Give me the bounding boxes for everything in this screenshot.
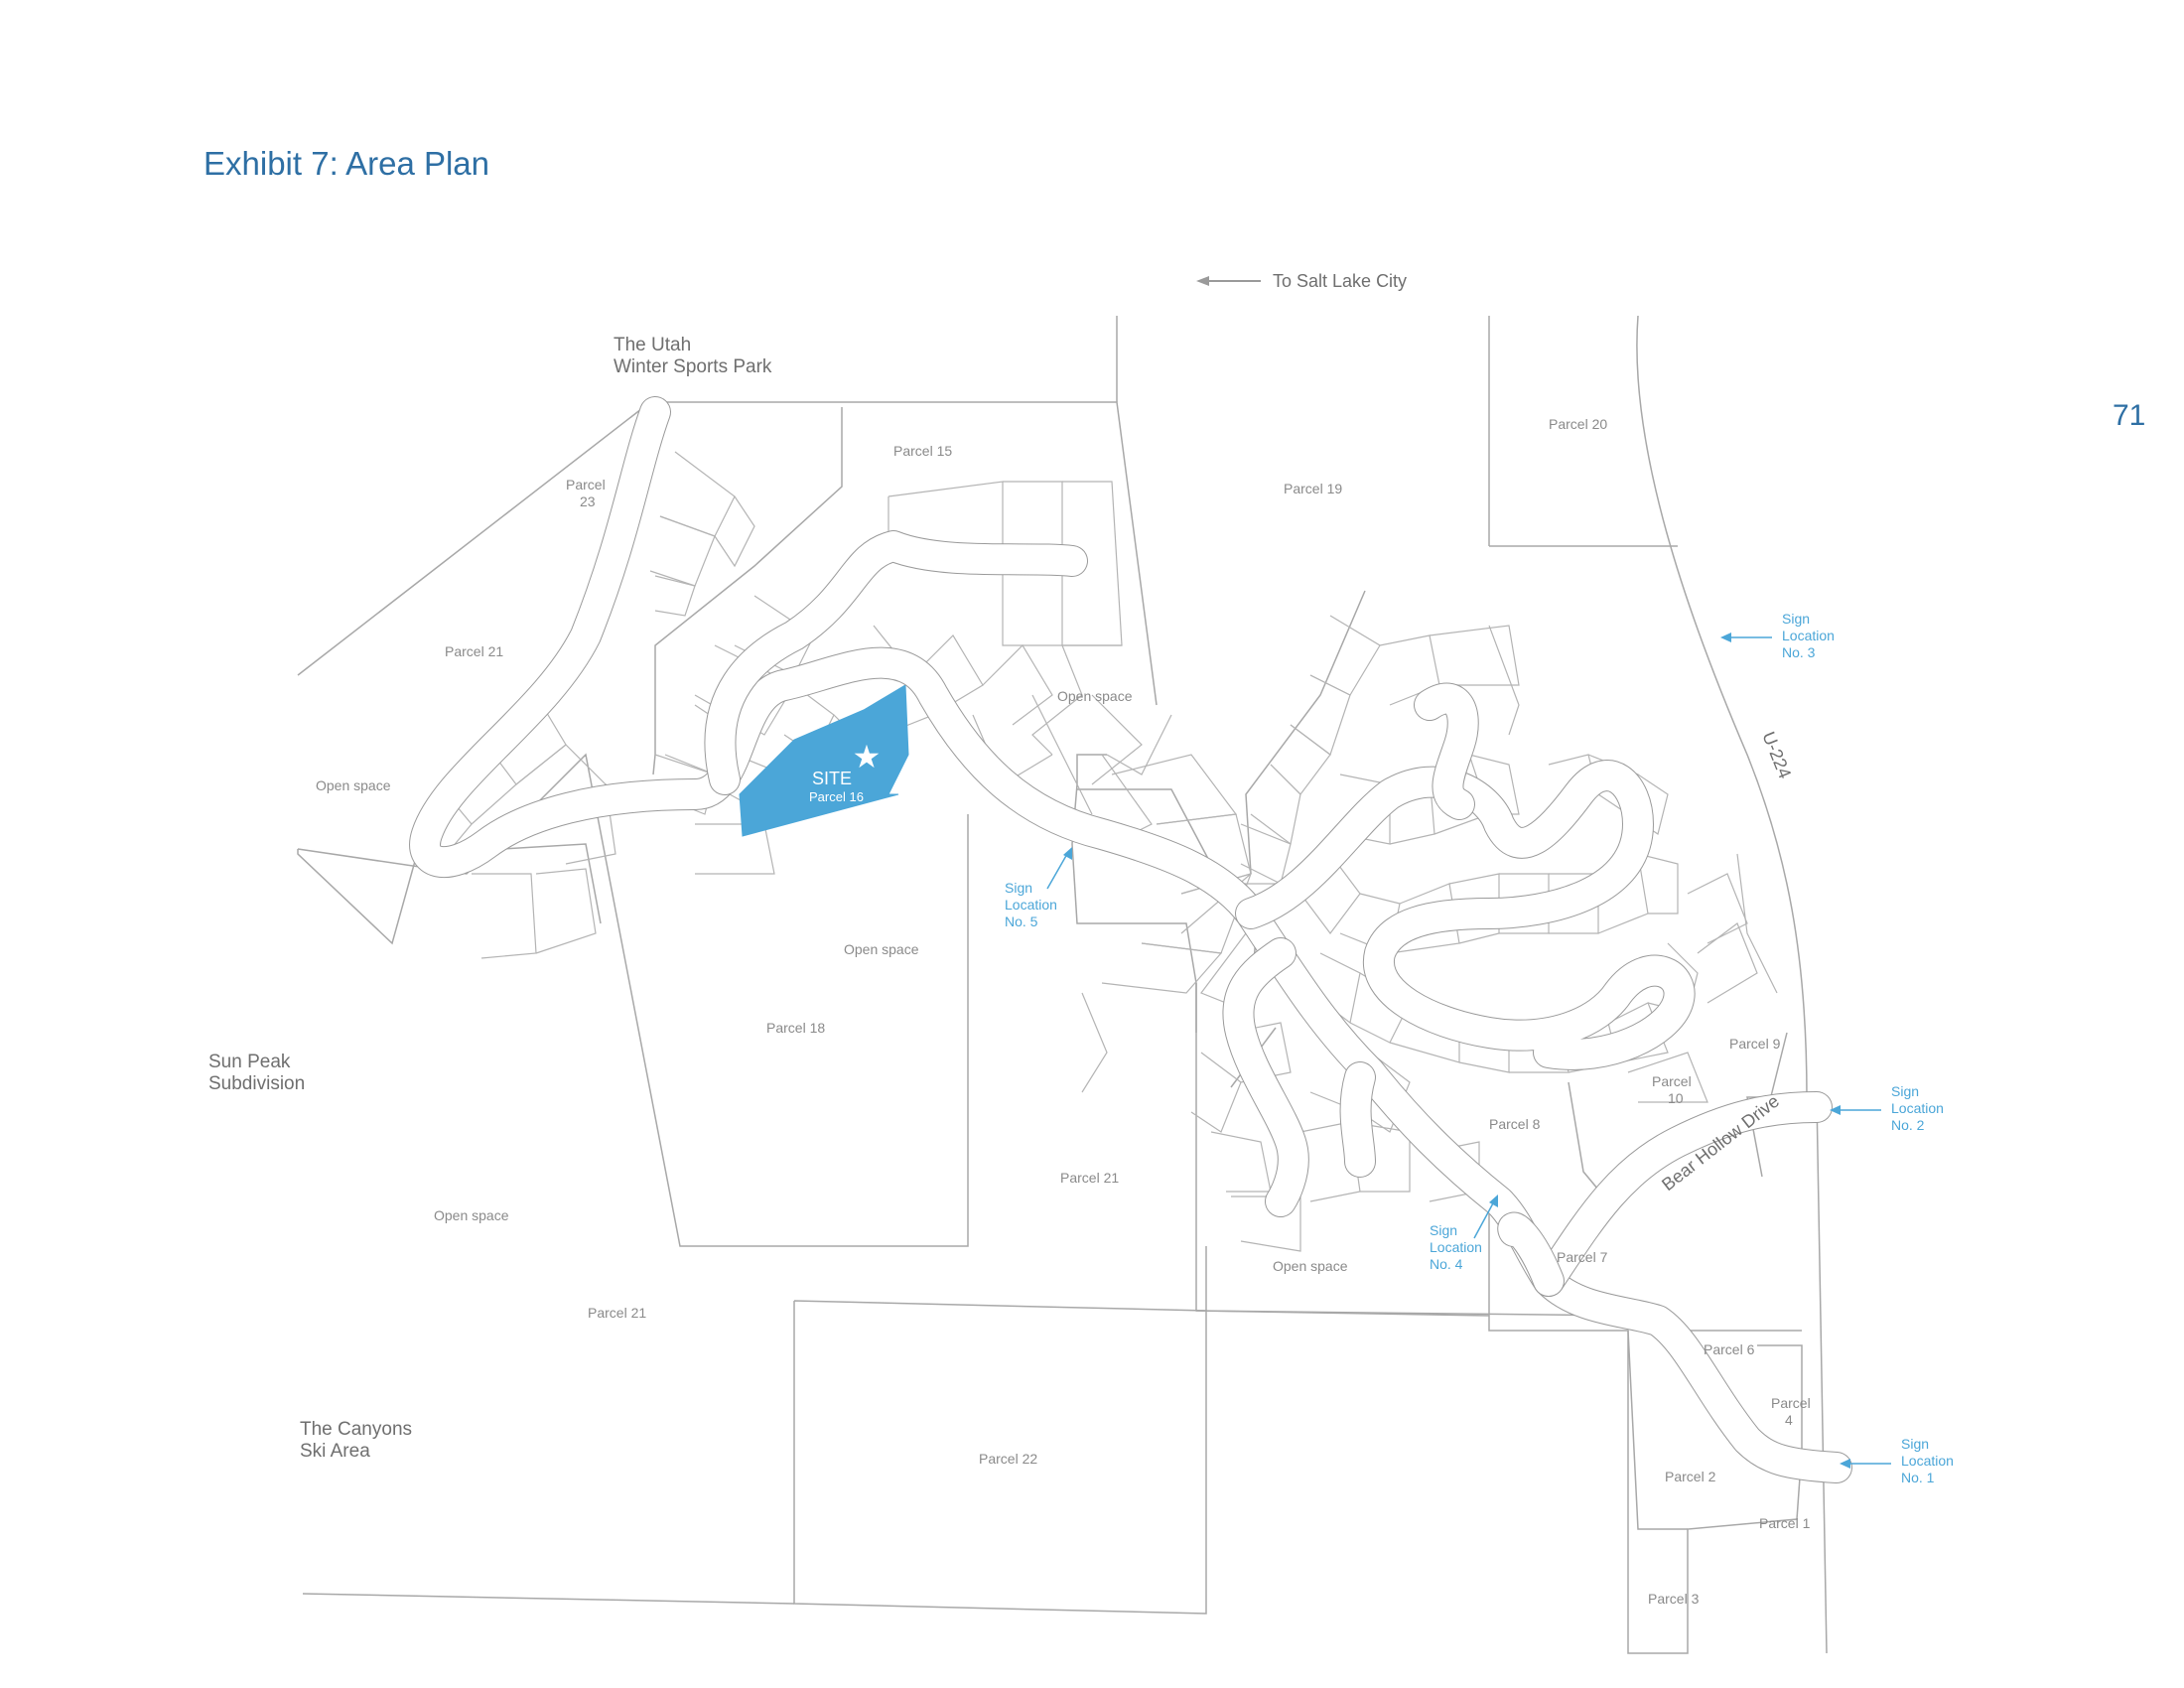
page-title: Exhibit 7: Area Plan bbox=[204, 145, 490, 182]
sign-location-3: Sign Location No. 3 bbox=[1720, 611, 1835, 660]
arrow-up-right-icon bbox=[1046, 853, 1068, 890]
open-space-label: Open space bbox=[1057, 688, 1133, 704]
parcel-21-label-a: Parcel 21 bbox=[445, 643, 503, 659]
region-winter-sports-park-line1: The Utah bbox=[614, 335, 691, 355]
sign-3-line3: No. 3 bbox=[1782, 644, 1816, 660]
region-sun-peak-line1: Sun Peak bbox=[208, 1052, 291, 1072]
sign-location-1: Sign Location No. 1 bbox=[1840, 1436, 1954, 1485]
site-label: SITE bbox=[812, 769, 852, 788]
page-number: 71 bbox=[2113, 399, 2146, 432]
sign-5-line3: No. 5 bbox=[1005, 914, 1038, 929]
sign-2-line3: No. 2 bbox=[1891, 1117, 1925, 1133]
open-space-label: Open space bbox=[316, 777, 391, 793]
sign-1-line3: No. 1 bbox=[1901, 1470, 1935, 1485]
parcel-3-label: Parcel 3 bbox=[1648, 1591, 1700, 1607]
parcel-10-label-line2: 10 bbox=[1668, 1090, 1684, 1106]
sign-1-line1: Sign bbox=[1901, 1436, 1929, 1452]
sign-3-line2: Location bbox=[1782, 628, 1835, 643]
roads bbox=[409, 396, 1852, 1483]
direction-indicator: To Salt Lake City bbox=[1196, 271, 1407, 291]
site-sublabel: Parcel 16 bbox=[809, 789, 864, 804]
arrow-up-right-icon bbox=[1473, 1200, 1495, 1239]
sign-1-line2: Location bbox=[1901, 1453, 1954, 1469]
parcel-22-label: Parcel 22 bbox=[979, 1451, 1037, 1467]
sign-location-2: Sign Location No. 2 bbox=[1830, 1083, 1944, 1133]
region-canyons-line1: The Canyons bbox=[300, 1419, 412, 1440]
parcel-21-label-c: Parcel 21 bbox=[588, 1305, 646, 1321]
parcel-10-label-line1: Parcel bbox=[1652, 1073, 1692, 1089]
region-winter-sports-park-line2: Winter Sports Park bbox=[614, 356, 772, 377]
parcel-19-label: Parcel 19 bbox=[1284, 481, 1342, 496]
sign-2-line1: Sign bbox=[1891, 1083, 1919, 1099]
star-icon: ★ bbox=[853, 738, 882, 775]
parcel-21-label-b: Parcel 21 bbox=[1060, 1170, 1119, 1186]
sign-5-line2: Location bbox=[1005, 897, 1057, 913]
open-space-label: Open space bbox=[844, 941, 919, 957]
parcel-6-label: Parcel 6 bbox=[1704, 1341, 1755, 1357]
open-space-label: Open space bbox=[1273, 1258, 1348, 1274]
parcel-23-label-line1: Parcel bbox=[566, 477, 606, 492]
parcel-2-label: Parcel 2 bbox=[1665, 1469, 1716, 1484]
arrow-left-head bbox=[1196, 276, 1209, 286]
parcel-23-label-line2: 23 bbox=[580, 493, 596, 509]
sign-4-line1: Sign bbox=[1430, 1222, 1457, 1238]
sign-5-line1: Sign bbox=[1005, 880, 1032, 896]
open-space-label: Open space bbox=[434, 1207, 509, 1223]
road-u224-label: U-224 bbox=[1758, 729, 1795, 781]
sign-location-4: Sign Location No. 4 bbox=[1430, 1195, 1498, 1272]
parcel-9-label: Parcel 9 bbox=[1729, 1036, 1781, 1052]
sign-4-line2: Location bbox=[1430, 1239, 1482, 1255]
direction-label: To Salt Lake City bbox=[1273, 271, 1407, 291]
region-canyons-line2: Ski Area bbox=[300, 1441, 370, 1462]
parcel-4-label-line2: 4 bbox=[1785, 1412, 1793, 1428]
parcel-4-label-line1: Parcel bbox=[1771, 1395, 1811, 1411]
parcel-8-label: Parcel 8 bbox=[1489, 1116, 1541, 1132]
parcel-20-label: Parcel 20 bbox=[1549, 416, 1607, 432]
parcel-18-label: Parcel 18 bbox=[766, 1020, 825, 1036]
parcel-7-label: Parcel 7 bbox=[1557, 1249, 1608, 1265]
site-parcel[interactable] bbox=[739, 684, 909, 837]
sign-location-5: Sign Location No. 5 bbox=[1005, 847, 1072, 929]
parcel-15-label: Parcel 15 bbox=[893, 443, 952, 459]
region-sun-peak-line2: Subdivision bbox=[208, 1073, 305, 1094]
parcel-1-label: Parcel 1 bbox=[1759, 1515, 1811, 1531]
sign-2-line2: Location bbox=[1891, 1100, 1944, 1116]
sign-4-line3: No. 4 bbox=[1430, 1256, 1463, 1272]
sign-3-line1: Sign bbox=[1782, 611, 1810, 627]
